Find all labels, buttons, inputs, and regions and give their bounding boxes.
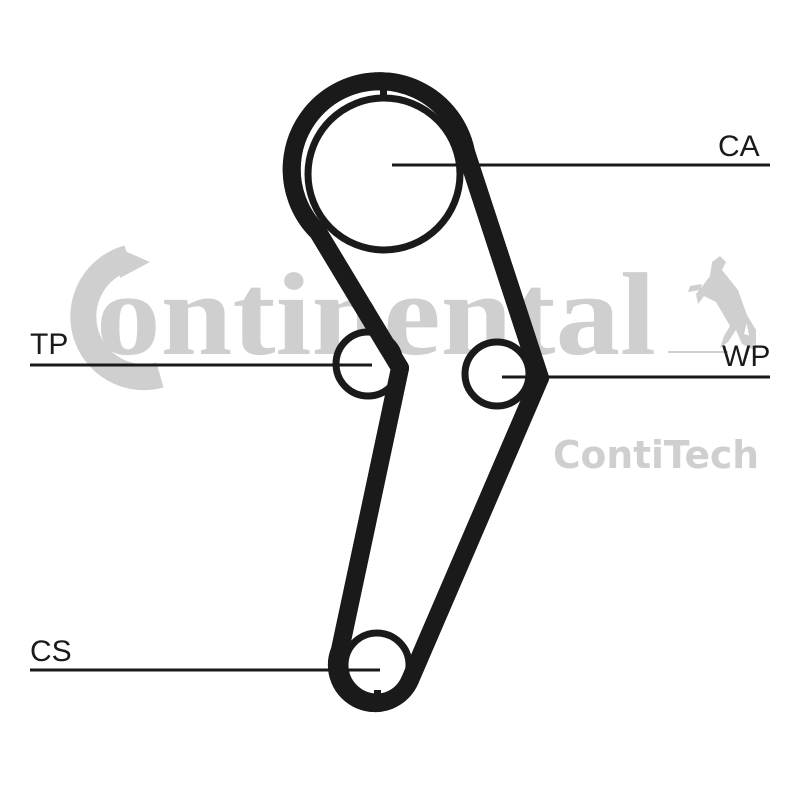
timing-belt-overlay — [282, 72, 549, 713]
continental-c-logo — [70, 245, 164, 391]
label-cs: CS — [30, 635, 72, 668]
leader-lines — [30, 163, 770, 672]
watermark-sub-brand: ContiTech — [553, 433, 759, 477]
camshaft-pulley — [304, 88, 464, 254]
watermark: ontinental ContiTech — [70, 245, 759, 477]
rearing-horse-icon — [688, 256, 756, 350]
label-tp: TP — [30, 328, 68, 361]
water-pump-pulley — [461, 338, 533, 410]
timing-mark-icon — [380, 88, 387, 101]
label-wp: WP — [722, 340, 770, 373]
label-ca: CA — [718, 130, 760, 163]
